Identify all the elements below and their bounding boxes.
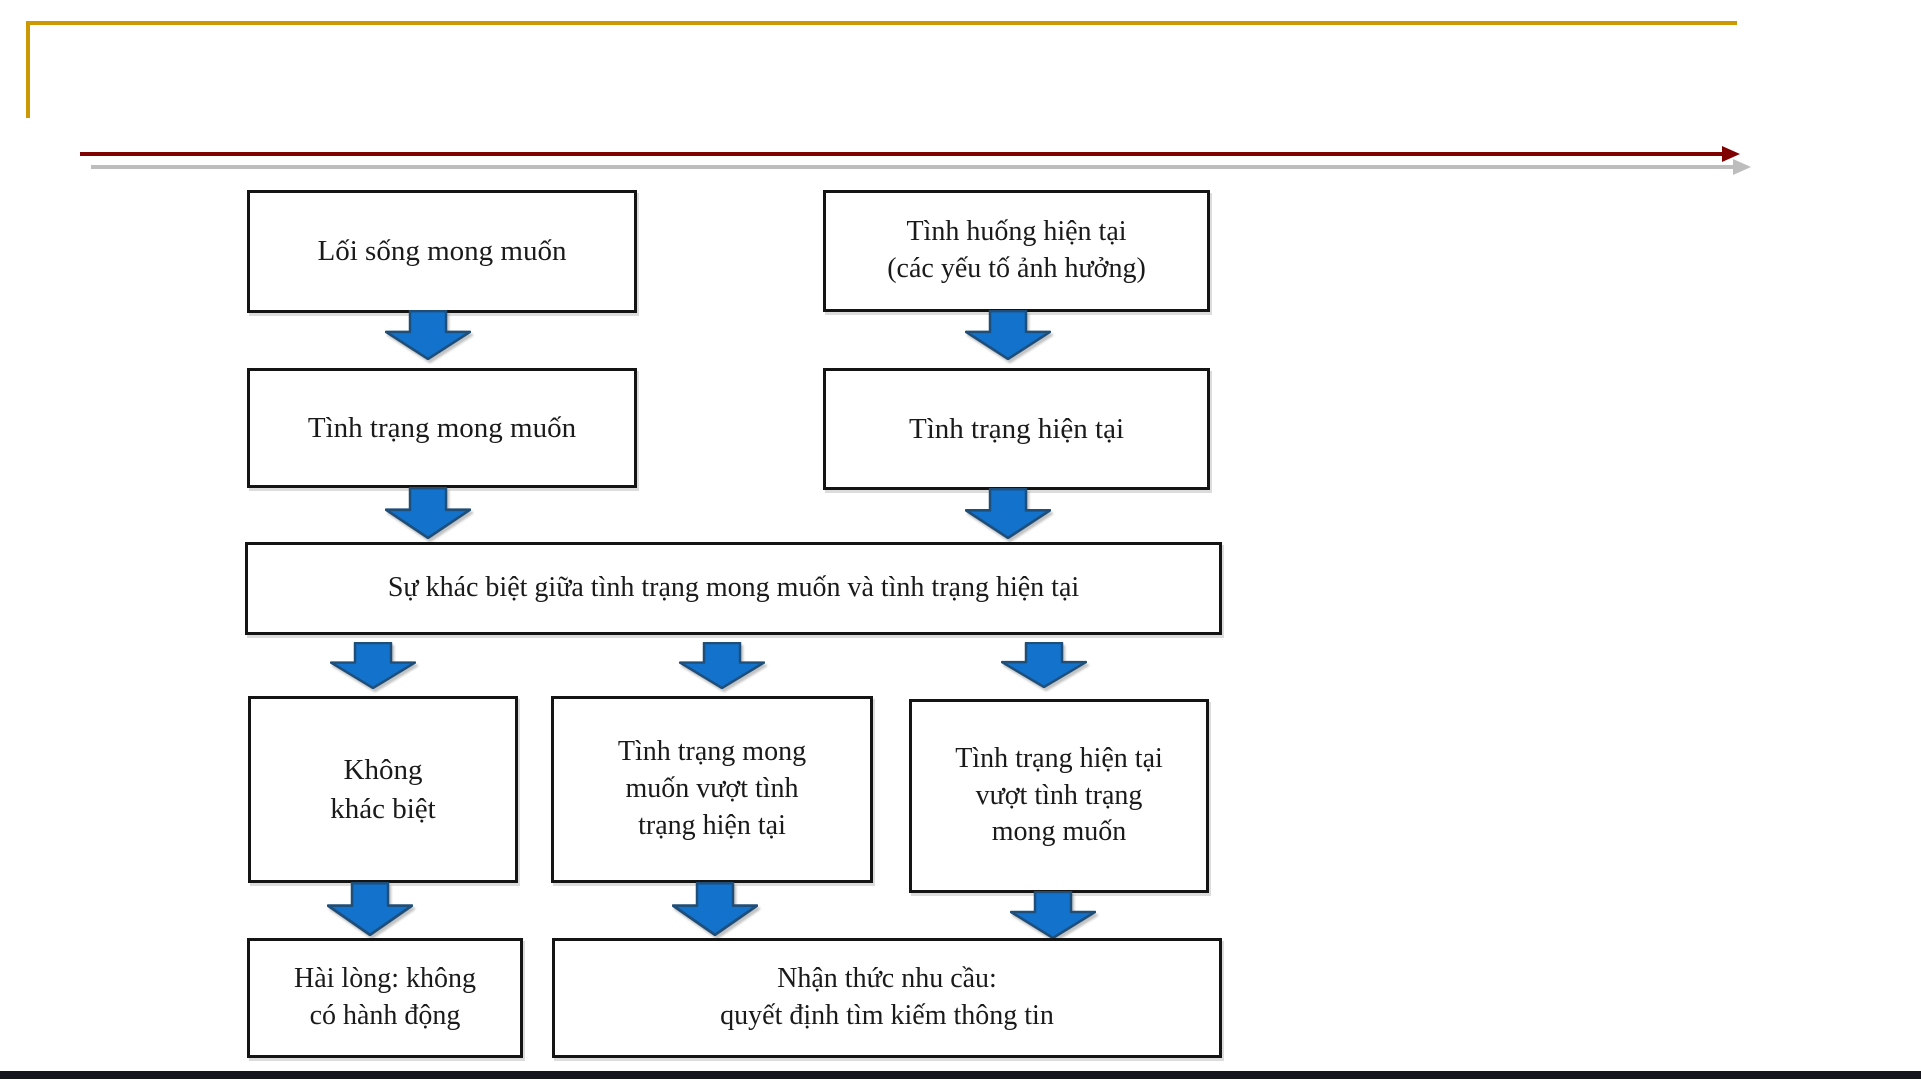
box-difference: Sự khác biệt giữa tình trạng mong muốn v… bbox=[245, 542, 1222, 635]
box-current-state: Tình trạng hiện tại bbox=[823, 368, 1210, 490]
box-no-difference: Không khác biệt bbox=[248, 696, 518, 883]
box-current-exceeds-desired: Tình trạng hiện tại vượt tình trạng mong… bbox=[909, 699, 1209, 893]
box-desired-state: Tình trạng mong muốn bbox=[247, 368, 637, 488]
down-arrow-icon bbox=[1001, 642, 1087, 688]
divider-arrow-head bbox=[1722, 146, 1740, 162]
down-arrow-icon bbox=[330, 642, 416, 689]
divider-arrow-line bbox=[80, 152, 1723, 156]
down-arrow-icon bbox=[965, 310, 1051, 360]
divider-arrow-shadow-head bbox=[1733, 159, 1751, 175]
down-arrow-icon bbox=[679, 642, 765, 689]
box-desired-lifestyle: Lối sống mong muốn bbox=[247, 190, 637, 313]
down-arrow-icon bbox=[965, 488, 1051, 539]
slide-bottom-bar bbox=[0, 1071, 1921, 1079]
down-arrow-icon bbox=[672, 882, 758, 936]
box-current-situation: Tình huống hiện tại (các yếu tố ảnh hưởn… bbox=[823, 190, 1210, 312]
divider-arrow-shadow bbox=[91, 165, 1734, 169]
down-arrow-icon bbox=[327, 882, 413, 936]
gold-frame-horizontal-line bbox=[26, 21, 1737, 25]
down-arrow-icon bbox=[1010, 891, 1096, 939]
box-need-recognition: Nhận thức nhu cầu: quyết định tìm kiếm t… bbox=[552, 938, 1222, 1058]
down-arrow-icon bbox=[385, 487, 471, 539]
down-arrow-icon bbox=[385, 310, 471, 360]
box-desired-exceeds-current: Tình trạng mong muốn vượt tình trạng hiệ… bbox=[551, 696, 873, 883]
box-satisfied-no-action: Hài lòng: không có hành động bbox=[247, 938, 523, 1058]
gold-frame-vertical-line bbox=[26, 21, 30, 118]
